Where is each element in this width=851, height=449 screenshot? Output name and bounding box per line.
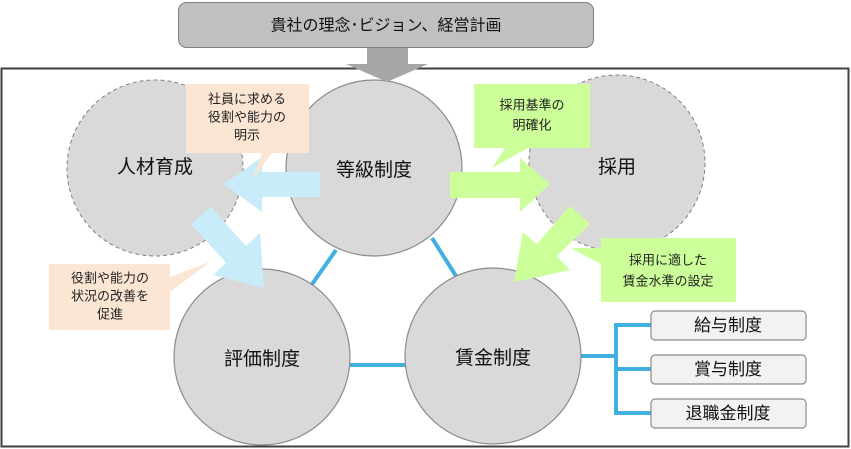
callout-line: 賃金水準の設定	[622, 274, 713, 290]
connector-grade-evaluation	[306, 248, 338, 292]
callout-wage-level: 採用に適した 賃金水準の設定	[571, 238, 736, 302]
sub-system-label: 賞与制度	[694, 360, 762, 380]
connector-grade-wage	[430, 236, 458, 278]
callout-line: 採用に適した	[629, 253, 707, 269]
callout-line: 採用基準の	[499, 98, 564, 114]
sub-system-retirement[interactable]: 退職金制度	[650, 398, 807, 429]
callout-line: 明示	[234, 129, 260, 144]
arrow-recruitment-to-wage	[514, 206, 590, 282]
arrow-down-icon	[346, 48, 428, 82]
arrow-talent-to-evaluation	[191, 207, 264, 288]
node-wage-system[interactable]	[404, 267, 582, 445]
callout-line: 社員に求める	[208, 92, 286, 108]
node-label-wage-system: 賃金制度	[455, 347, 531, 369]
callout-role-clarification: 社員に求める 役割や能力の 明示	[186, 84, 309, 180]
node-label-grade-system: 等級制度	[336, 159, 412, 181]
callout-line: 促進	[97, 308, 123, 323]
callout-recruit-criteria: 採用基準の 明確化	[474, 84, 590, 168]
top-box-philosophy[interactable]: 貴社の理念･ビジョン、経営計画	[178, 2, 594, 48]
node-grade-system[interactable]	[285, 79, 463, 257]
callout-line: 役割や能力の	[208, 110, 286, 126]
callout-line: 明確化	[512, 118, 551, 134]
node-label-evaluation-system: 評価制度	[224, 348, 300, 370]
sub-system-salary[interactable]: 給与制度	[650, 310, 807, 341]
top-box-label: 貴社の理念･ビジョン、経営計画	[270, 16, 501, 35]
sub-system-label: 退職金制度	[686, 404, 771, 424]
arrow-grade-to-talent	[224, 157, 320, 212]
sub-system-tree	[580, 323, 651, 415]
callout-line: 役割や能力の	[71, 271, 149, 287]
arrow-grade-to-recruitment	[450, 158, 550, 212]
sub-system-label: 給与制度	[694, 316, 762, 336]
callout-improvement: 役割や能力の 状況の改善を 促進	[49, 262, 210, 330]
sub-system-bonus[interactable]: 賞与制度	[650, 354, 807, 385]
node-label-talent-development: 人材育成	[117, 156, 193, 178]
node-label-recruitment: 採用	[598, 156, 636, 178]
callout-line: 状況の改善を	[71, 289, 149, 305]
